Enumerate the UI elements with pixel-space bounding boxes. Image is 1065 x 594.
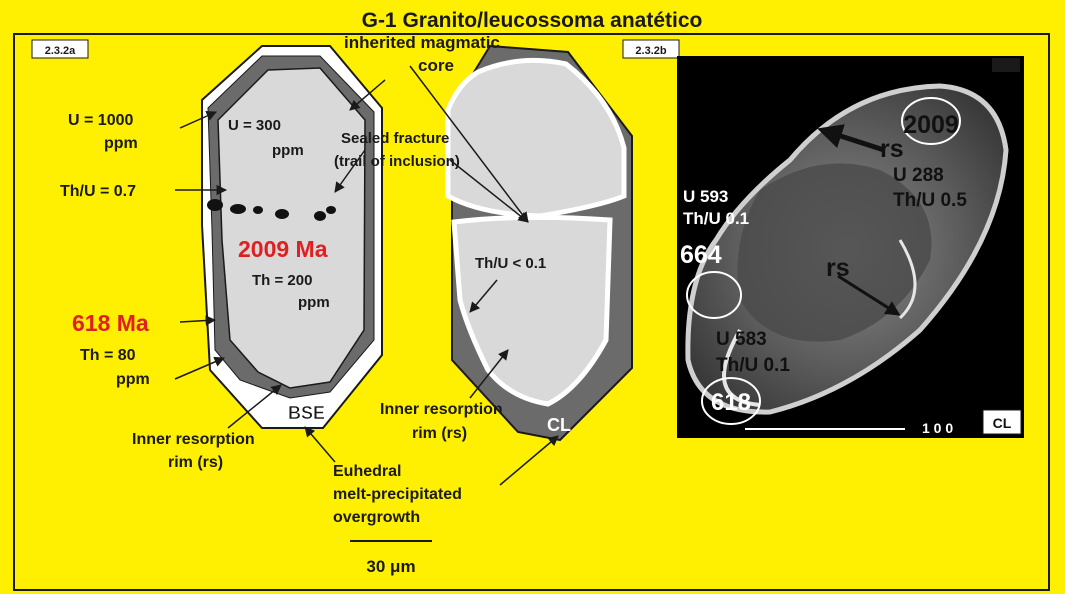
scale-label: 30 μm (366, 557, 415, 576)
panel-b-id: 2.3.2b (635, 45, 666, 57)
thu-05-label: Th/U 0.5 (893, 190, 967, 211)
spot-664-label: 664 (680, 241, 722, 269)
u-583-label: U 583 (716, 329, 767, 350)
panel-a-id: 2.3.2a (45, 45, 76, 57)
label-ppm-4: ppm (298, 294, 330, 311)
spot-2009-label: 2009 (903, 111, 959, 139)
inclusion (326, 206, 336, 214)
inclusion (275, 209, 289, 219)
u-593-label: U 593 (683, 187, 728, 206)
label-th-80: Th = 80 (80, 347, 136, 364)
grain-cl (448, 46, 632, 440)
label-cl: CL (547, 415, 571, 435)
grain-a-core (218, 68, 365, 388)
label-age-2009: 2009 Ma (238, 236, 328, 262)
cl-scale-text: 1 0 0 (922, 420, 953, 436)
label-bse: BSE (288, 403, 325, 423)
figure-title: G-1 Granito/leucossoma anatético (362, 9, 703, 32)
panel-a-tag: 2.3.2a (32, 40, 88, 58)
label-thu-07: Th/U = 0.7 (60, 183, 136, 200)
u-288-label: U 288 (893, 165, 944, 186)
thu-01-bot-label: Th/U 0.1 (716, 355, 790, 376)
spot-618-label: 618 (711, 389, 751, 416)
inclusion (230, 204, 246, 214)
label-inherited-1: inherited magmatic (344, 33, 500, 52)
label-inner-rs-a-1: Inner resorption (132, 431, 255, 448)
panel-b-tag: 2.3.2b (623, 40, 679, 58)
label-thu-lt01: Th/U < 0.1 (475, 255, 546, 272)
label-inherited-2: core (418, 56, 454, 75)
label-euhedral-1: Euhedral (333, 463, 401, 480)
label-ppm-1: ppm (104, 135, 138, 152)
label-inner-rs-a-2: rim (rs) (168, 454, 223, 471)
thu-01-top-label: Th/U 0.1 (683, 209, 749, 228)
cl-image: 2009 rs U 288 Th/U 0.5 U 593 Th/U 0.1 66… (677, 56, 1024, 438)
label-sealed-2: (trail of inclusion) (334, 153, 460, 170)
label-ppm-2: ppm (116, 371, 150, 388)
label-inner-rs-b-1: Inner resorption (380, 401, 503, 418)
inclusion (207, 199, 223, 211)
label-euhedral-3: overgrowth (333, 509, 420, 526)
label-euhedral-2: melt-precipitated (333, 486, 462, 503)
inclusion (314, 211, 326, 221)
inclusion (253, 206, 263, 214)
label-th-200: Th = 200 (252, 272, 312, 289)
label-u-300: U = 300 (228, 117, 281, 134)
rs-label-mid: rs (826, 254, 850, 282)
label-sealed-1: Sealed fracture (341, 130, 449, 147)
cl-image-corner-mark (992, 58, 1020, 72)
cl-tag: CL (993, 415, 1012, 431)
label-age-618: 618 Ma (72, 310, 149, 336)
label-u-1000: U = 1000 (68, 112, 133, 129)
rs-label-top: rs (880, 135, 904, 163)
label-ppm-3: ppm (272, 142, 304, 159)
label-inner-rs-b-2: rim (rs) (412, 425, 467, 442)
